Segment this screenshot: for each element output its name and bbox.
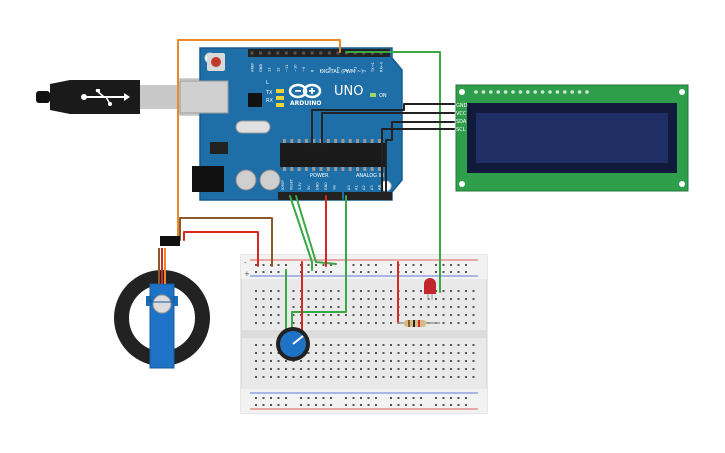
power-pin-label: IOREF	[281, 180, 285, 190]
digital-pin-label: RX←0	[380, 61, 384, 72]
rx-label: RX	[266, 98, 273, 104]
arduino-uno-board[interactable]: AREF GND 13 12 ~11 ~10 ~9 8 7 ~6 ~5 4 ~3 2 TX→1 RX←0 IO…	[179, 47, 403, 201]
digital-pin-label: ~5	[337, 67, 341, 72]
analog-label: ANALOG IN	[356, 173, 384, 179]
arduino-name: ARDUINO	[290, 100, 321, 107]
digital-header	[248, 49, 390, 57]
usb-icon	[81, 89, 130, 106]
arduino-model: UNO	[334, 84, 363, 99]
wire-green-gnd2	[295, 195, 337, 265]
digital-pin-label: TX→1	[371, 62, 375, 73]
wire-green-a0	[291, 195, 347, 331]
power-pin-label: Vin	[333, 185, 337, 190]
analog-pin-label: A4	[377, 185, 381, 190]
digital-label: DIGITAL (PWM ~)	[320, 69, 363, 75]
wire-lcd-scl	[381, 128, 455, 193]
power-pin-label: 3.3V	[298, 182, 302, 190]
power-label: POWER	[310, 173, 329, 179]
digital-pin-label: AREF	[251, 63, 255, 72]
lcd-screen	[476, 113, 668, 163]
wire-red-servo-vcc	[183, 231, 259, 267]
lcd-top-pin-holes	[474, 90, 589, 94]
l-label: L	[266, 80, 269, 86]
atmega-chip	[280, 143, 386, 167]
digital-pin-label: 7	[319, 70, 323, 72]
wire-green-led	[345, 51, 441, 293]
resistor	[398, 320, 440, 327]
power-pin-label: GND	[324, 182, 328, 190]
power-jack	[192, 166, 224, 192]
tx-label: TX	[265, 90, 273, 96]
on-label: ON	[379, 93, 387, 99]
wire-lcd-sda	[385, 121, 455, 193]
digital-pin-label: ~6	[328, 66, 332, 72]
power-header	[278, 192, 342, 200]
analog-header	[344, 192, 392, 200]
rail-plus-label: +	[244, 270, 250, 278]
digital-pin-label: ~11	[285, 64, 289, 72]
power-pin-label: RESET	[290, 178, 294, 190]
analog-pin-label: A0	[347, 185, 351, 190]
rail-minus-label: -	[244, 259, 247, 267]
lcd-pin-gnd: GND	[456, 103, 468, 109]
wire-brown-servo-gnd	[179, 217, 273, 267]
servo-motor[interactable]	[114, 236, 210, 369]
potentiometer[interactable]	[276, 327, 310, 361]
power-pin-label: GND	[315, 182, 319, 190]
breadboard[interactable]: + -	[240, 254, 488, 414]
lcd-pin-vcc: VCC	[456, 111, 467, 117]
analog-pin-label: A2	[362, 185, 366, 190]
lcd-module[interactable]: GND VCC SDA SCL	[455, 84, 689, 192]
wires	[177, 39, 455, 331]
wire-orange-servo-signal	[177, 39, 341, 241]
wire-green-gnd	[289, 195, 313, 271]
power-pin-label: 5V	[307, 185, 311, 190]
digital-pin-label: GND	[259, 64, 263, 72]
wire-lcd-gnd	[311, 103, 455, 145]
digital-pin-label: 13	[268, 67, 272, 72]
arduino-logo-icon	[288, 83, 322, 99]
digital-pin-label: ~9	[302, 66, 306, 72]
digital-pin-label: ~10	[294, 64, 298, 72]
digital-pin-label: ~3	[354, 67, 358, 72]
analog-pin-label: A1	[355, 185, 359, 190]
digital-pin-label: 2	[362, 70, 366, 72]
led	[424, 278, 436, 300]
digital-pin-label: 8	[311, 69, 315, 72]
analog-pin-label: A3	[370, 185, 374, 190]
digital-pin-label: 4	[345, 69, 349, 72]
wire-lcd-vcc	[321, 112, 455, 145]
digital-pin-label: 12	[276, 67, 280, 72]
lcd-pin-sda: SDA	[456, 119, 467, 125]
lcd-pin-scl: SCL	[456, 127, 466, 133]
